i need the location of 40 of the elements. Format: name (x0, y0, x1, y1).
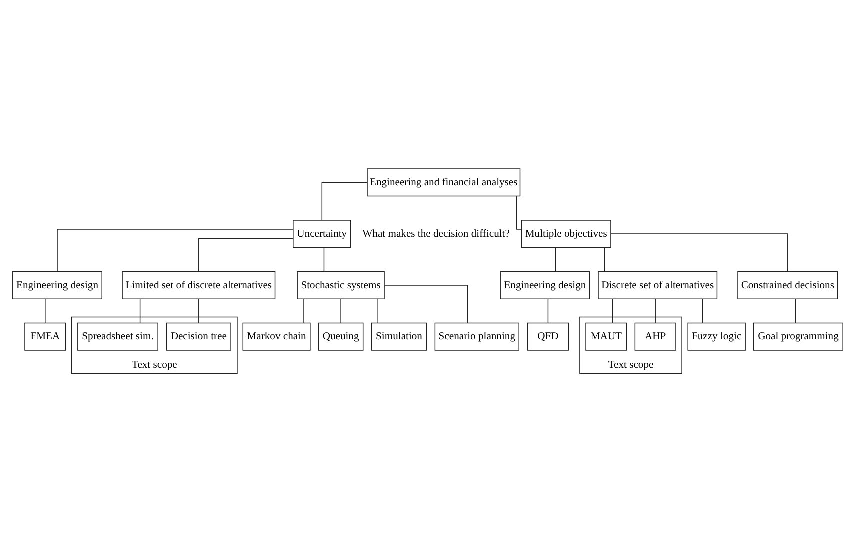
connector (516, 196, 522, 230)
node-box: Stochastic systems (297, 271, 385, 300)
node-box: AHP (634, 322, 676, 351)
node-box: Discrete set of alternatives (598, 271, 718, 300)
connector (340, 298, 342, 324)
connector (140, 298, 141, 324)
node-box: FMEA (24, 322, 66, 351)
node-box: MAUT (586, 322, 628, 351)
node-box: Engineering design (500, 271, 590, 300)
connector (198, 298, 200, 324)
connector (555, 247, 556, 272)
node-box: Uncertainty (293, 220, 352, 248)
connector (198, 238, 294, 272)
node-box: Markov chain (242, 322, 311, 351)
node-box: Scenario planning (434, 322, 520, 351)
node-box: Goal programming (754, 322, 844, 351)
connector (795, 298, 796, 324)
connector (57, 229, 294, 272)
node-box: Limited set of discrete alternatives (122, 271, 276, 300)
node-box: Engineering and financial analyses (367, 168, 521, 197)
connector (610, 234, 788, 272)
connector (324, 247, 325, 272)
connector (384, 285, 468, 324)
node-box: Multiple objectives (521, 220, 612, 248)
node-box: Engineering design (12, 271, 102, 300)
connector (322, 182, 368, 221)
connector (702, 298, 704, 324)
connector (604, 247, 606, 272)
node-box: Decision tree (166, 322, 232, 351)
node-box: Simulation (371, 322, 428, 351)
connector (612, 298, 614, 324)
node-box: Spreadsheet sim. (78, 322, 158, 351)
node-box: Constrained decisions (738, 271, 838, 300)
node-box: Fuzzy logic (688, 322, 746, 351)
node-box: Queuing (318, 322, 364, 351)
node-box: QFD (527, 322, 570, 351)
connector (45, 298, 46, 324)
connector (655, 298, 656, 324)
label: What makes the decision difficult? (362, 228, 510, 240)
connector (548, 298, 549, 324)
